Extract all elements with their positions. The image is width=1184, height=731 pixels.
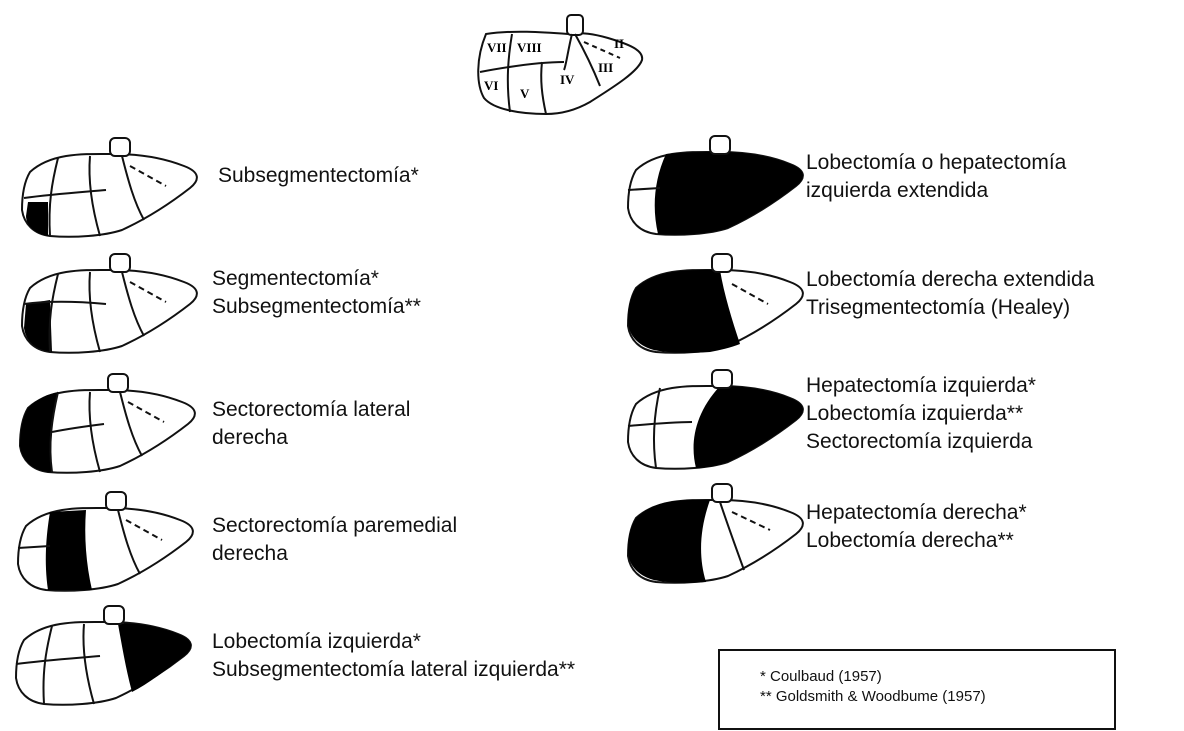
caption-lobectomia-derecha-extendida: Lobectomía derecha extendida Trisegmente… xyxy=(806,266,1094,322)
caption-line: izquierda extendida xyxy=(806,177,1066,205)
caption-line: Lobectomía izquierda** xyxy=(806,400,1036,428)
segment-label-ii: II xyxy=(614,36,624,51)
legend-line: ** Goldsmith & Woodbume (1957) xyxy=(760,687,1114,707)
caption-line: Segmentectomía* xyxy=(212,265,421,293)
liver-diagram-segmentectomia xyxy=(14,248,204,358)
liver-diagram-sectorectomia-paremedial xyxy=(10,486,200,596)
liver-diagram-sectorectomia-lateral xyxy=(12,368,202,478)
reference-liver-diagram: VII VIII II III IV VI V xyxy=(472,10,652,120)
liver-diagram-lobectomia-derecha-extendida xyxy=(620,248,810,358)
segment-label-vi: VI xyxy=(484,78,498,93)
caption-lobectomia-izquierda: Lobectomía izquierda* Subsegmentectomía … xyxy=(212,628,575,684)
caption-line: Sectorectomía izquierda xyxy=(806,428,1036,456)
caption-line: Subsegmentectomía** xyxy=(212,293,421,321)
liver-diagram-subsegmentectomia xyxy=(14,132,204,242)
caption-hepatectomia-derecha: Hepatectomía derecha* Lobectomía derecha… xyxy=(806,499,1027,555)
segment-label-v: V xyxy=(520,86,530,101)
caption-segmentectomia: Segmentectomía* Subsegmentectomía** xyxy=(212,265,421,321)
liver-diagram-hepatectomia-derecha xyxy=(620,478,810,588)
caption-line: Lobectomía izquierda* xyxy=(212,628,575,656)
segment-label-iii: III xyxy=(598,60,613,75)
caption-line: Lobectomía derecha** xyxy=(806,527,1027,555)
caption-line: Hepatectomía derecha* xyxy=(806,499,1027,527)
caption-line: Subsegmentectomía lateral izquierda** xyxy=(212,656,575,684)
liver-diagram-hepatectomia-izquierda xyxy=(620,364,810,474)
liver-diagram-lobectomia-izquierda xyxy=(8,600,198,710)
caption-line: Sectorectomía paremedial xyxy=(212,512,457,540)
caption-line: Hepatectomía izquierda* xyxy=(806,372,1036,400)
segment-label-viii: VIII xyxy=(517,40,542,55)
references-legend: * Coulbaud (1957) ** Goldsmith & Woodbum… xyxy=(718,649,1116,730)
caption-subsegmentectomia: Subsegmentectomía* xyxy=(218,162,419,190)
caption-line: Trisegmentectomía (Healey) xyxy=(806,294,1094,322)
caption-lobectomia-extendida-izquierda: Lobectomía o hepatectomía izquierda exte… xyxy=(806,149,1066,205)
caption-hepatectomia-izquierda: Hepatectomía izquierda* Lobectomía izqui… xyxy=(806,372,1036,456)
caption-sectorectomia-lateral: Sectorectomía lateral derecha xyxy=(212,396,410,452)
caption-line: derecha xyxy=(212,540,457,568)
caption-line: Sectorectomía lateral xyxy=(212,396,410,424)
caption-line: Lobectomía derecha extendida xyxy=(806,266,1094,294)
segment-label-iv: IV xyxy=(560,72,575,87)
caption-line: derecha xyxy=(212,424,410,452)
caption-line: Subsegmentectomía* xyxy=(218,162,419,190)
segment-label-vii: VII xyxy=(487,40,507,55)
liver-diagram-lobectomia-extendida-izquierda xyxy=(620,130,810,240)
caption-sectorectomia-paremedial: Sectorectomía paremedial derecha xyxy=(212,512,457,568)
legend-line: * Coulbaud (1957) xyxy=(760,667,1114,687)
caption-line: Lobectomía o hepatectomía xyxy=(806,149,1066,177)
